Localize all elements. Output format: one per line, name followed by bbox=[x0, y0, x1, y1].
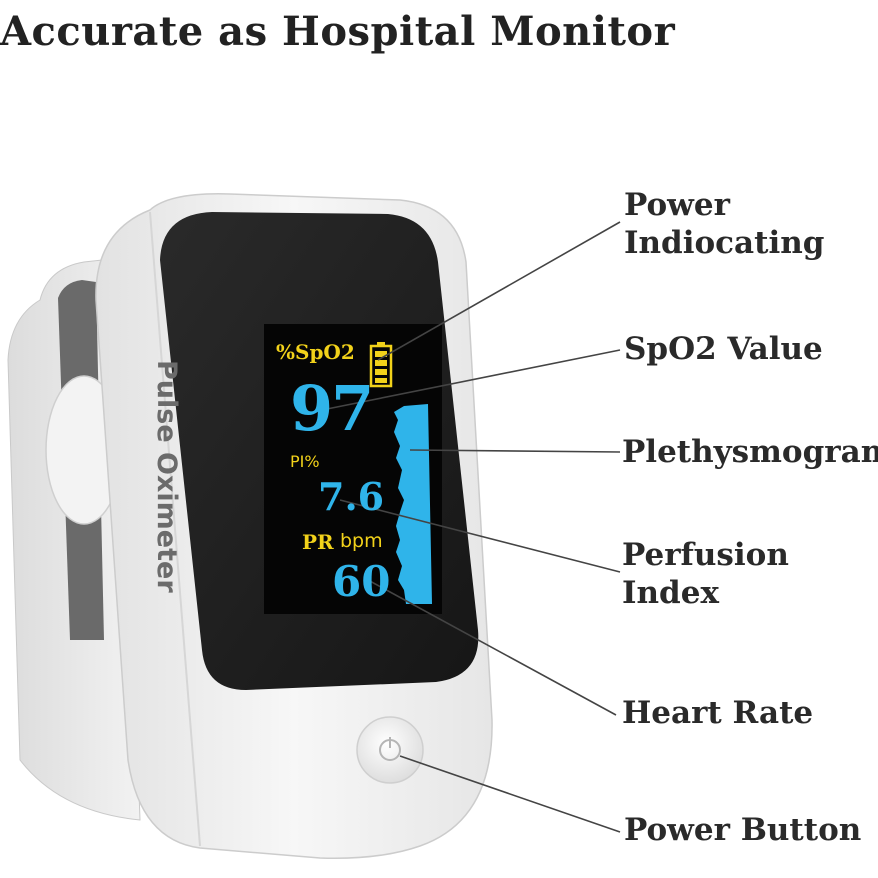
device-brand: Pulse Oximeter bbox=[151, 360, 182, 593]
spo2-value: 97 bbox=[290, 372, 374, 445]
leader-spo2 bbox=[321, 349, 621, 411]
callout-power-line2: Indiocating bbox=[624, 225, 825, 261]
callout-perfusion-line1: Perfusion bbox=[622, 537, 789, 573]
leader-pleth bbox=[409, 449, 621, 453]
spo2-label: %SpO2 bbox=[276, 340, 355, 364]
leader-heart-rate bbox=[367, 579, 617, 716]
pr-value: 60 bbox=[332, 557, 391, 606]
pr-unit: bpm bbox=[340, 530, 383, 552]
pi-label: PI% bbox=[290, 452, 320, 471]
callout-power-button: Power Button bbox=[624, 812, 862, 848]
headline: Accurate as Hospital Monitor bbox=[0, 8, 676, 55]
body-edge bbox=[149, 211, 201, 847]
callout-perfusion-index: Perfusion Index bbox=[622, 536, 789, 612]
callout-heart-rate: Heart Rate bbox=[622, 695, 814, 731]
leader-lines bbox=[321, 221, 621, 833]
callout-plethysmogram: Plethysmogram bbox=[622, 434, 878, 470]
pi-value: 7.6 bbox=[318, 474, 385, 519]
pr-label: PR bbox=[302, 530, 334, 554]
battery-icon bbox=[369, 342, 393, 388]
callout-perfusion-line2: Index bbox=[622, 575, 719, 611]
plethysmogram-wave bbox=[394, 404, 432, 604]
callout-power-indicating: Power Indiocating bbox=[624, 186, 824, 262]
leader-power-button bbox=[399, 755, 621, 833]
leader-perfusion bbox=[339, 499, 621, 573]
leader-power bbox=[377, 221, 621, 361]
callout-power-line1: Power bbox=[624, 187, 730, 223]
callout-spo2-value: SpO2 Value bbox=[624, 331, 823, 367]
power-button-shape bbox=[356, 716, 424, 784]
